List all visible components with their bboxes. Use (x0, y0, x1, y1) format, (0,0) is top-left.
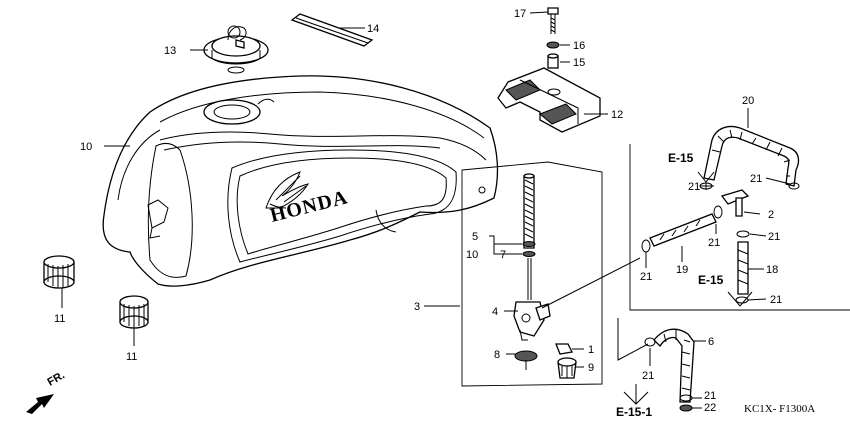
label-10-tank: 10 (80, 141, 92, 153)
label-10-valve: 10 (466, 249, 478, 261)
tube-19 (649, 213, 717, 247)
label-21-f: 21 (770, 294, 782, 306)
e15-frame (629, 144, 850, 311)
fuel-strainer-tube (523, 173, 535, 249)
e15-mid-pointer (727, 291, 753, 307)
label-18: 18 (766, 264, 778, 276)
o-ring-5 (522, 241, 536, 247)
rubber-mount-right (119, 295, 149, 329)
label-21-g: 21 (642, 370, 654, 382)
breather-joint-2 (720, 189, 750, 217)
valve-washer (555, 343, 573, 355)
hose-clip-d (736, 230, 750, 238)
o-ring-7 (522, 251, 536, 257)
fuel-tube-6 (653, 328, 695, 403)
fuel-tank (102, 75, 499, 287)
label-7: 7 (500, 249, 506, 261)
hose-clip-c (713, 205, 723, 219)
label-12: 12 (611, 109, 623, 121)
label-21-b: 21 (688, 181, 700, 193)
label-1: 1 (588, 344, 594, 356)
bolt (547, 7, 559, 34)
ref-e15-1: E-15-1 (616, 405, 652, 419)
label-20: 20 (742, 95, 754, 107)
front-arrow-icon (26, 394, 54, 414)
label-11-left: 11 (54, 313, 65, 325)
label-5: 5 (472, 231, 478, 243)
rubber-mount-left (43, 255, 75, 289)
tank-emblem (290, 13, 374, 47)
label-17: 17 (514, 8, 526, 20)
sediment-cup (557, 357, 577, 379)
label-15: 15 (573, 57, 585, 69)
label-22: 22 (704, 402, 716, 414)
fuel-cap (203, 25, 269, 74)
label-3: 3 (414, 301, 420, 313)
front-direction-label: FR. (46, 369, 67, 388)
label-21-h: 21 (704, 390, 716, 402)
collar (547, 53, 559, 69)
label-6: 6 (708, 336, 714, 348)
leader-lines (61, 11, 791, 409)
washer (546, 41, 560, 49)
label-2: 2 (768, 209, 774, 221)
fuel-valve (513, 258, 551, 341)
label-9: 9 (588, 362, 594, 374)
label-16: 16 (573, 40, 585, 52)
hose-clip-22 (679, 404, 693, 412)
label-21-e: 21 (640, 271, 652, 283)
label-21-a: 21 (750, 173, 762, 185)
label-4: 4 (492, 306, 498, 318)
ref-e15-top: E-15 (668, 151, 694, 165)
hose-clip-f (735, 296, 749, 304)
label-13: 13 (164, 45, 176, 57)
hose-clip-b (788, 182, 800, 190)
ref-e15-mid: E-15 (698, 273, 724, 287)
label-11-right: 11 (126, 351, 137, 363)
label-19: 19 (676, 264, 688, 276)
tube-18 (737, 241, 749, 295)
catalog-code: KC1X‐ F1300A (744, 403, 815, 415)
hose-clip-g (644, 337, 656, 347)
fuel-valve-box (461, 161, 603, 387)
label-21-d: 21 (768, 231, 780, 243)
honda-wing-logo (265, 171, 310, 209)
label-21-c: 21 (708, 237, 720, 249)
hose-clip-e (641, 239, 651, 253)
label-8: 8 (494, 349, 500, 361)
label-14: 14 (367, 23, 379, 35)
breather-tube-20 (703, 125, 800, 187)
filter-screen (514, 350, 538, 370)
tank-cushion-bracket (497, 67, 601, 133)
